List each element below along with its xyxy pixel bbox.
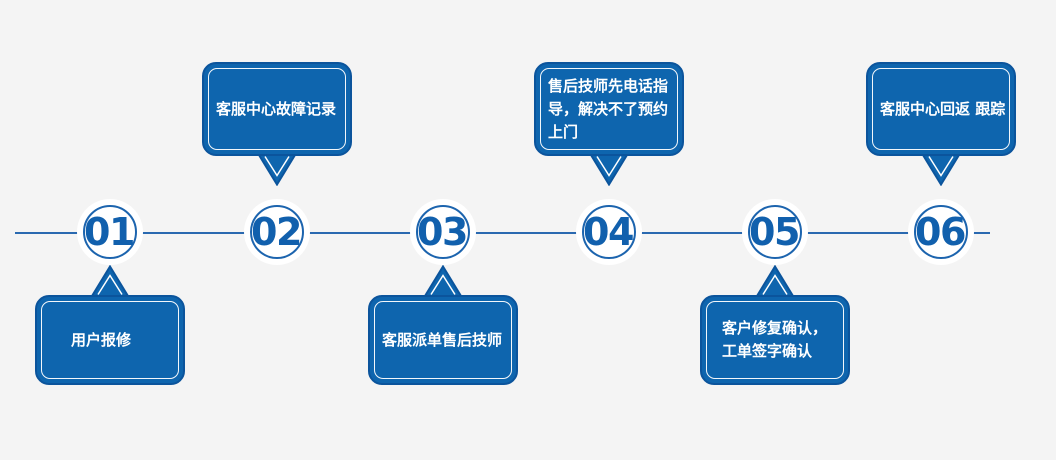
bubble-tail-up-icon <box>756 265 794 296</box>
step-04: 04 售后技师先电话指导，解决不了预约上门 <box>534 0 684 460</box>
step-02-ring: 02 <box>250 205 304 259</box>
step-01-label: 用户报修 <box>71 330 132 349</box>
step-05-label: 客户修复确认，工单签字确认 <box>722 319 828 360</box>
bubble-tail-up-icon <box>424 265 462 296</box>
step-06-ring: 06 <box>914 205 968 259</box>
step-02-node: 02 <box>244 199 310 265</box>
step-03: 03 客服派单售后技师 <box>368 0 518 460</box>
step-03-label: 客服派单售后技师 <box>382 330 503 349</box>
step-03-number: 03 <box>417 210 468 254</box>
step-06-node: 06 <box>908 199 974 265</box>
step-03-node: 03 <box>410 199 476 265</box>
step-06-bubble: 客服中心回返 跟踪 <box>866 62 1016 156</box>
bubble-tail-up-icon <box>91 265 129 296</box>
step-01: 01 用户报修 <box>35 0 185 460</box>
bubble-tail-down-icon <box>590 155 628 186</box>
step-01-number: 01 <box>84 210 135 254</box>
step-03-ring: 03 <box>416 205 470 259</box>
step-04-label: 售后技师先电话指导，解决不了预约上门 <box>548 76 669 141</box>
step-02: 02 客服中心故障记录 <box>202 0 352 460</box>
step-04-node: 04 <box>576 199 642 265</box>
step-05-number: 05 <box>749 210 800 254</box>
step-04-bubble: 售后技师先电话指导，解决不了预约上门 <box>534 62 684 156</box>
step-02-label: 客服中心故障记录 <box>216 99 337 118</box>
step-01-ring: 01 <box>83 205 137 259</box>
step-06-label: 客服中心回返 跟踪 <box>880 99 1006 118</box>
bubble-tail-down-icon <box>258 155 296 186</box>
step-04-ring: 04 <box>582 205 636 259</box>
step-05: 05 客户修复确认，工单签字确认 <box>700 0 850 460</box>
step-06: 06 客服中心回返 跟踪 <box>866 0 1016 460</box>
step-02-bubble: 客服中心故障记录 <box>202 62 352 156</box>
step-06-number: 06 <box>915 210 966 254</box>
step-03-bubble: 客服派单售后技师 <box>368 295 518 385</box>
bubble-tail-down-icon <box>922 155 960 186</box>
timeline-line <box>15 232 990 234</box>
step-01-bubble: 用户报修 <box>35 295 185 385</box>
step-05-node: 05 <box>742 199 808 265</box>
step-02-number: 02 <box>251 210 302 254</box>
step-05-bubble: 客户修复确认，工单签字确认 <box>700 295 850 385</box>
step-04-number: 04 <box>583 210 634 254</box>
step-05-ring: 05 <box>748 205 802 259</box>
step-01-node: 01 <box>77 199 143 265</box>
